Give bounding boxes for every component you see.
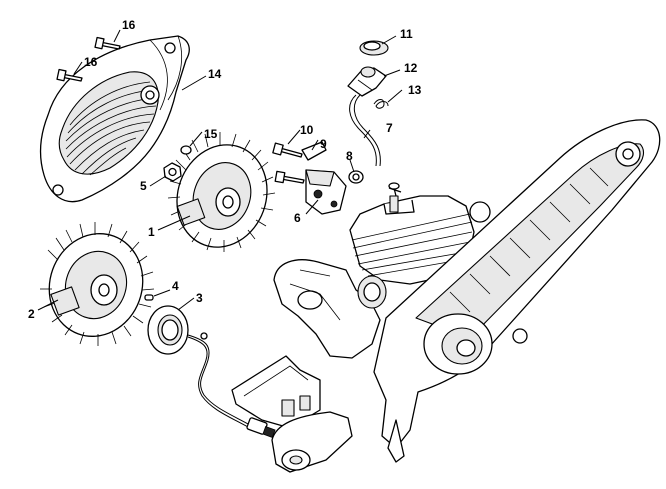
ignition-lead-7 bbox=[349, 94, 381, 167]
base-bracket bbox=[231, 355, 353, 473]
key-4 bbox=[144, 294, 154, 301]
callout-15: 15 bbox=[204, 127, 218, 141]
nut-5 bbox=[163, 162, 182, 182]
cap-11 bbox=[359, 40, 389, 56]
washer-15 bbox=[180, 145, 192, 155]
generator-3 bbox=[147, 305, 276, 438]
callout-3: 3 bbox=[196, 291, 203, 305]
callout-14: 14 bbox=[208, 67, 222, 81]
callout-16-upper: 16 bbox=[122, 18, 136, 32]
callout-5: 5 bbox=[140, 179, 147, 193]
cutting-arm bbox=[373, 119, 661, 463]
callout-6: 6 bbox=[294, 211, 301, 225]
callout-8: 8 bbox=[346, 149, 353, 163]
callout-10: 10 bbox=[300, 123, 314, 137]
spark-plug-boot-12 bbox=[347, 66, 387, 97]
callout-9: 9 bbox=[320, 137, 327, 151]
screw-16-upper bbox=[94, 36, 121, 50]
spring-13 bbox=[373, 99, 389, 109]
grommet-8 bbox=[348, 170, 364, 184]
callout-13: 13 bbox=[408, 83, 422, 97]
callout-labels: 16 16 14 15 5 1 2 4 3 6 7 8 9 10 11 12 1… bbox=[28, 18, 422, 321]
callout-4: 4 bbox=[172, 279, 179, 293]
screw-16-lower bbox=[56, 68, 83, 82]
callout-11: 11 bbox=[400, 27, 413, 41]
crankcase bbox=[273, 259, 387, 359]
callout-1: 1 bbox=[148, 225, 155, 239]
screw-10 bbox=[272, 142, 305, 184]
callout-12: 12 bbox=[404, 61, 418, 75]
leader-lines bbox=[37, 29, 403, 311]
flywheel-2 bbox=[40, 222, 155, 346]
callout-2: 2 bbox=[28, 307, 35, 321]
callout-7: 7 bbox=[386, 121, 393, 135]
callout-16-lower: 16 bbox=[84, 55, 98, 69]
